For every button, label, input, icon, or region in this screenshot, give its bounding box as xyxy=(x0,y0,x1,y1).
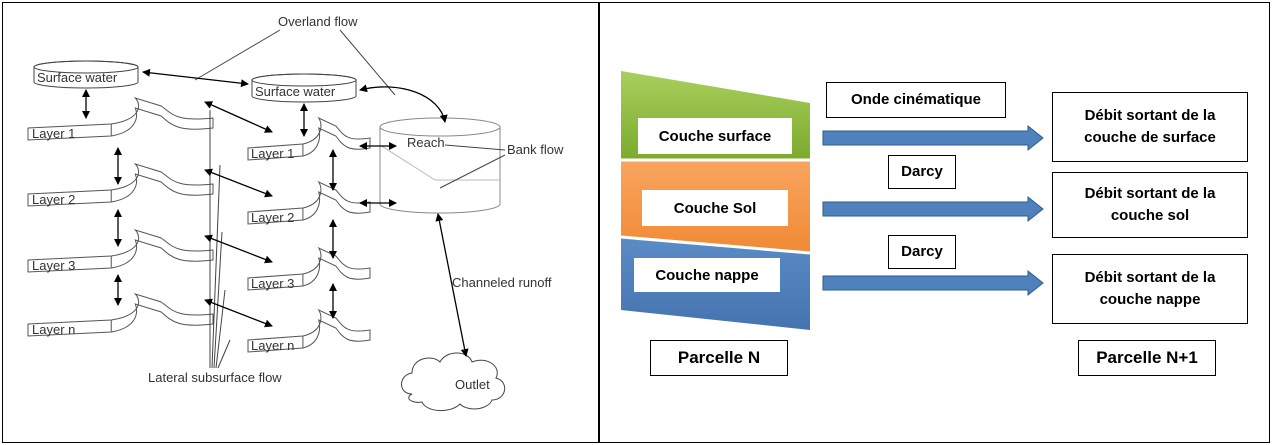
darcy-box-1: Darcy xyxy=(888,155,956,189)
left-layer-label: Layer 3 xyxy=(32,258,75,273)
darcy-box-2: Darcy xyxy=(888,235,956,269)
right-layer-slab xyxy=(247,246,371,291)
left-layer-stack: Layer 1 Layer 2 Layer 3 Layer n xyxy=(27,96,214,337)
outlet-cloud xyxy=(401,352,506,411)
bank-flow-label: Bank flow xyxy=(507,142,564,157)
arrow-nappe xyxy=(822,269,1044,297)
arrow-surface xyxy=(822,124,1044,152)
bank-flow-leaders xyxy=(439,144,506,189)
surface-water-right-cylinder xyxy=(251,73,357,103)
arrow-sol xyxy=(822,195,1044,223)
right-layer-stack: Layer 1 Layer 2 Layer 3 Layer n xyxy=(247,116,371,353)
left-layer-label: Layer n xyxy=(32,322,75,337)
overland-flow-label: Overland flow xyxy=(278,14,358,29)
right-layer-label: Layer 2 xyxy=(251,210,294,225)
couche-nappe-label: Couche nappe xyxy=(634,258,780,292)
flow-arrows xyxy=(82,68,469,357)
right-layer-label: Layer 3 xyxy=(251,276,294,291)
right-layer-slab xyxy=(247,308,371,353)
surface-water-right-label: Surface water xyxy=(255,84,336,99)
debit-sol-box: Débit sortant de la couche sol xyxy=(1052,172,1248,238)
debit-nappe-box: Débit sortant de la couche nappe xyxy=(1052,254,1248,324)
parcelle-n-box: Parcelle N xyxy=(650,340,788,376)
reach-label: Reach xyxy=(407,135,445,150)
outlet-label: Outlet xyxy=(455,377,490,392)
lateral-subsurface-flow-label: Lateral subsurface flow xyxy=(148,370,282,385)
surface-water-left-cylinder xyxy=(33,60,139,89)
right-layer-label: Layer 1 xyxy=(251,146,294,161)
parcelle-n1-box: Parcelle N+1 xyxy=(1078,340,1216,376)
couche-sol-label: Couche Sol xyxy=(642,190,788,226)
couche-surface-label: Couche surface xyxy=(638,118,792,154)
onde-cinematique-box: Onde cinématique xyxy=(826,82,1006,118)
left-layer-label: Layer 1 xyxy=(32,126,75,141)
channeled-runoff-label: Channeled runoff xyxy=(452,275,552,290)
right-diagram: Couche surface Couche Sol Couche nappe O… xyxy=(600,0,1272,445)
left-layer-label: Layer 2 xyxy=(32,192,75,207)
debit-surface-box: Débit sortant de la couche de surface xyxy=(1052,92,1248,162)
right-layer-slab xyxy=(247,180,371,225)
panel-divider xyxy=(598,2,600,443)
reach-cylinder xyxy=(379,117,501,214)
surface-water-left-label: Surface water xyxy=(37,70,118,85)
right-layer-label: Layer n xyxy=(251,338,294,353)
